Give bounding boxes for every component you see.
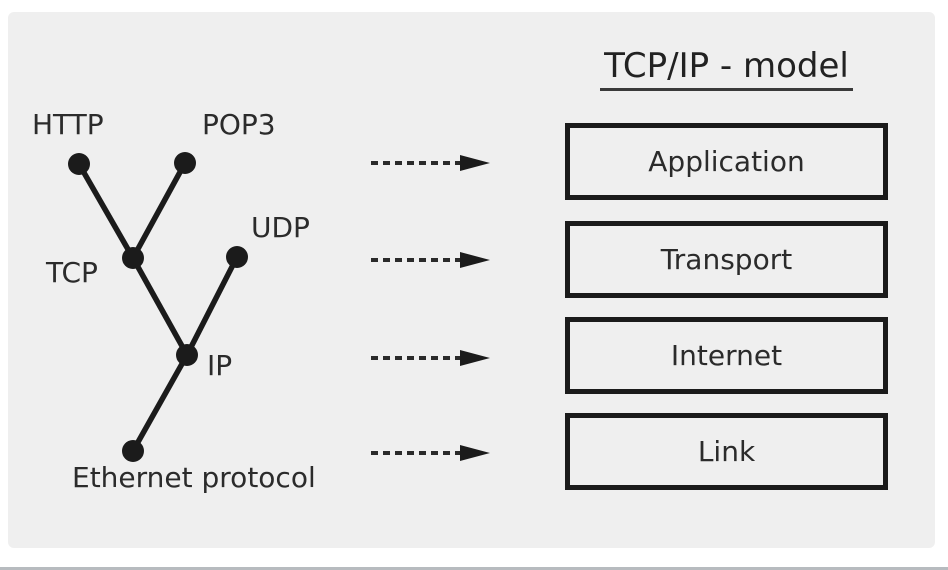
bottom-edge-bar: [0, 567, 948, 570]
node-label-udp: UDP: [251, 211, 310, 244]
dashed-arrow-icon: [371, 445, 490, 461]
node-label-ip: IP: [207, 349, 233, 382]
node-dot-ethernet: [122, 440, 144, 462]
layer-box-internet: Internet: [565, 317, 888, 394]
dashed-arrow-icon: [371, 350, 490, 366]
node-dots: [68, 152, 248, 462]
layer-box-transport: Transport: [565, 221, 888, 298]
node-dot-tcp: [122, 247, 144, 269]
dashed-arrow-icon: [371, 155, 490, 171]
node-label-pop3: POP3: [202, 108, 276, 141]
layer-label-link: Link: [697, 435, 756, 468]
tree-edge-tcp-ip: [130, 256, 190, 357]
node-label-http: HTTP: [32, 108, 104, 141]
diagram-title-text: TCP/IP - model: [600, 47, 853, 92]
tree-edge-ip-ethernet: [130, 353, 190, 453]
layer-label-application: Application: [648, 145, 805, 178]
layer-box-link: Link: [565, 413, 888, 490]
node-dot-udp: [226, 246, 248, 268]
tree-edge-pop3-tcp: [130, 161, 188, 260]
node-dot-http: [68, 153, 90, 175]
node-dot-pop3: [174, 152, 196, 174]
tree-edge-http-tcp: [76, 162, 136, 260]
node-dot-ip: [176, 344, 198, 366]
protocol-tree-and-arrows-graphic: [68, 152, 490, 462]
dashed-arrow-icon: [371, 252, 490, 268]
tree-edge-udp-ip: [184, 255, 240, 357]
node-label-ethernet-protocol: Ethernet protocol: [72, 461, 316, 494]
layer-box-application: Application: [565, 123, 888, 200]
node-label-tcp: TCP: [46, 256, 98, 289]
diagram-panel: HTTP POP3 TCP UDP IP Ethernet protocol T…: [8, 12, 935, 548]
tree-edges: [76, 161, 240, 453]
diagram-title: TCP/IP - model: [565, 47, 888, 92]
layer-label-internet: Internet: [670, 339, 783, 372]
layer-label-transport: Transport: [660, 243, 793, 276]
